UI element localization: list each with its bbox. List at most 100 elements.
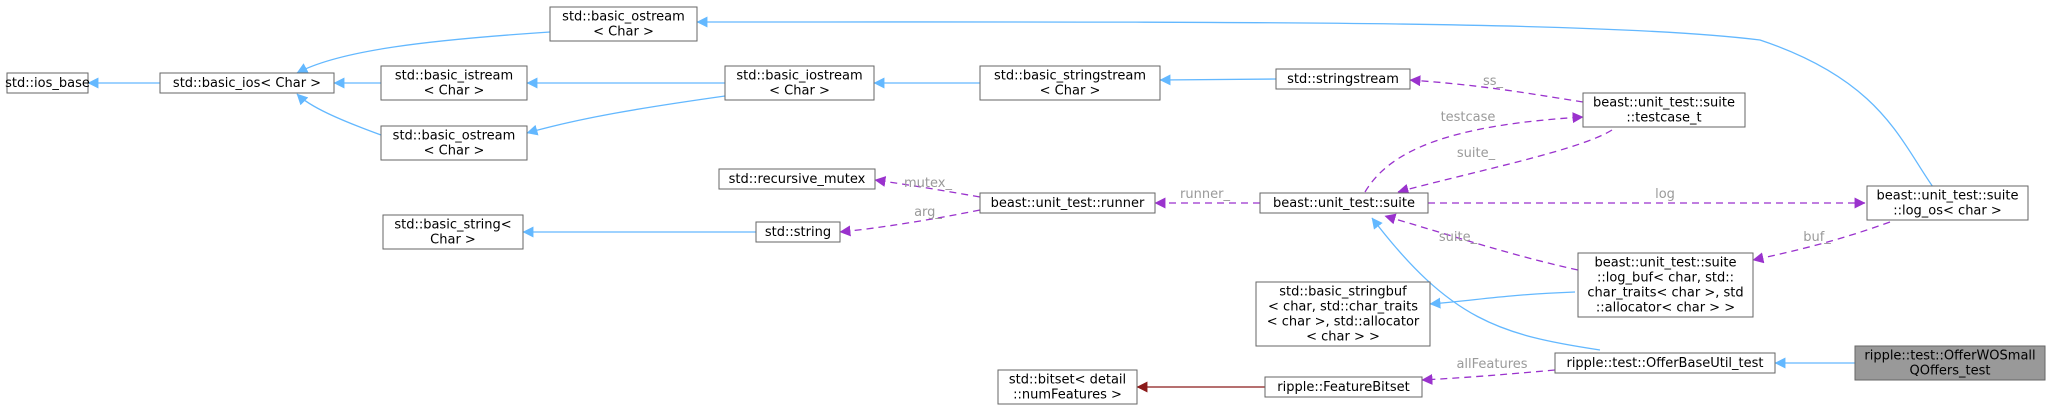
node-label-line: ripple::FeatureBitset <box>1277 380 1409 395</box>
node-label-line: std::basic_ios< Char > <box>173 76 321 91</box>
node-label-line: std::basic_ostream <box>562 10 685 25</box>
node-label-line: std::basic_istream <box>395 69 513 84</box>
node-bitset[interactable]: std::bitset< detail::numFeatures > <box>997 369 1138 405</box>
edge-log-buf-to-stringbuf <box>1429 291 1576 309</box>
node-suite[interactable]: beast::unit_test::suite <box>1259 192 1429 214</box>
node-box <box>979 192 1156 214</box>
node-label-line: std::recursive_mutex <box>729 172 866 187</box>
edge-label-all-features: allFeatures <box>1456 357 1527 372</box>
edge-log-os-to-ostream-top <box>696 16 1934 188</box>
node-basic-ios[interactable]: std::basic_ios< Char > <box>159 72 335 94</box>
node-label-line: < char, std::char_traits <box>1268 300 1418 315</box>
edge-log-buf-to-suite <box>1384 213 1579 271</box>
node-box <box>6 72 89 94</box>
edge-iostream-to-ostream-mid <box>526 95 726 136</box>
node-box <box>1582 92 1746 128</box>
node-label-line: std::basic_stringbuf <box>1279 285 1407 300</box>
node-stringstream[interactable]: std::stringstream <box>1275 68 1411 90</box>
node-label-line: std::ios_base <box>5 76 90 91</box>
node-istream[interactable]: std::basic_istream< Char > <box>380 65 528 101</box>
node-box <box>382 214 524 250</box>
node-label-line: std::basic_string< <box>394 218 511 233</box>
node-label-line: Char > <box>430 233 476 248</box>
edge-label-log: log <box>1655 187 1675 202</box>
node-label-line: beast::unit_test::suite <box>1273 196 1415 211</box>
node-box <box>1255 281 1431 347</box>
node-label-line: ::testcase_t <box>1626 111 1701 126</box>
node-box <box>1866 185 2029 221</box>
node-label-line: ::log_os< char > <box>1893 204 2002 219</box>
edge-log-os-to-log-buf <box>1752 221 1891 264</box>
node-label-line: QOffers_test <box>1909 364 1990 379</box>
node-label-line: std::basic_stringstream <box>994 69 1146 84</box>
node-ostream-mid[interactable]: std::basic_ostream< Char > <box>380 125 528 161</box>
node-log-os[interactable]: beast::unit_test::suite::log_os< char > <box>1866 185 2029 221</box>
edge-label-buf: buf_ <box>1803 230 1831 245</box>
edge-offer-base-to-feature-bitset <box>1421 369 1556 385</box>
edge-offer-base-to-suite <box>1371 217 1601 351</box>
node-offer-base[interactable]: ripple::test::OfferBaseUtil_test <box>1554 352 1776 374</box>
node-label-line: < Char > <box>769 84 830 99</box>
node-feature-bitset[interactable]: ripple::FeatureBitset <box>1264 376 1423 398</box>
edge-label-mutex: mutex_ <box>904 176 952 191</box>
edge-suite-to-testcase-t <box>1364 112 1584 193</box>
edge-runner-to-recursive-mutex <box>874 176 981 198</box>
edge-label-suite-b: suite_ <box>1439 230 1478 245</box>
edge-ostream-top-to-basic-ios <box>296 31 551 74</box>
node-label-line: beast::unit_test::suite <box>1593 96 1735 111</box>
node-iostream[interactable]: std::basic_iostream< Char > <box>724 65 875 101</box>
node-ios-base[interactable]: std::ios_base <box>5 72 90 94</box>
node-box <box>1264 376 1423 398</box>
node-box <box>380 125 528 161</box>
node-label-line: std::stringstream <box>1287 72 1399 87</box>
node-label-line: < Char > <box>424 144 485 159</box>
node-box <box>718 168 876 190</box>
node-label-line: std::basic_iostream <box>736 69 862 84</box>
node-label-line: < char >, std::allocator <box>1267 315 1420 330</box>
node-string[interactable]: std::string <box>755 221 841 243</box>
node-label-line: < char > > <box>1306 330 1380 345</box>
node-basic-string[interactable]: std::basic_string<Char > <box>382 214 524 250</box>
edge-label-testcase: testcase <box>1441 110 1496 125</box>
node-label-line: char_traits< char >, std <box>1587 286 1743 301</box>
node-label-line: < Char > <box>593 25 654 40</box>
node-log-buf[interactable]: beast::unit_test::suite::log_buf< char, … <box>1577 252 1754 318</box>
edge-testcase-t-to-stringstream <box>1409 75 1584 103</box>
node-testcase-t[interactable]: beast::unit_test::suite::testcase_t <box>1582 92 1746 128</box>
node-box <box>979 65 1161 101</box>
edge-label-ss: ss_ <box>1483 74 1504 89</box>
edge-stringstream-to-stringstream-t <box>1159 74 1277 86</box>
node-recursive-mutex[interactable]: std::recursive_mutex <box>718 168 876 190</box>
node-label-line: std::bitset< detail <box>1009 373 1126 388</box>
node-label-line: ::numFeatures > <box>1013 388 1122 403</box>
edge-runner-to-string <box>839 209 981 237</box>
node-box <box>549 6 698 42</box>
node-label-line: beast::unit_test::runner <box>991 196 1145 211</box>
edge-testcase-t-to-suite <box>1397 129 1613 195</box>
node-runner[interactable]: beast::unit_test::runner <box>979 192 1156 214</box>
node-label-line: ripple::test::OfferWOSmall <box>1864 349 2035 364</box>
node-box <box>1259 192 1429 214</box>
node-box <box>159 72 335 94</box>
node-label-line: < Char > <box>424 84 485 99</box>
node-box <box>755 221 841 243</box>
node-label-line: ripple::test::OfferBaseUtil_test <box>1566 356 1763 371</box>
node-label-line: beast::unit_test::suite <box>1595 256 1737 271</box>
node-label-line: < Char > <box>1040 84 1101 99</box>
edge-label-arg: arg_ <box>914 205 942 220</box>
node-stringstream-t[interactable]: std::basic_stringstream< Char > <box>979 65 1161 101</box>
node-ostream-top[interactable]: std::basic_ostream< Char > <box>549 6 698 42</box>
node-box <box>1577 252 1754 318</box>
node-box <box>1854 345 2046 381</box>
node-label-line: ::allocator< char > > <box>1596 301 1735 316</box>
edge-label-runner: runner_ <box>1180 187 1230 202</box>
node-box <box>1554 352 1776 374</box>
edge-ostream-mid-to-basic-ios <box>296 93 382 136</box>
node-box <box>1275 68 1411 90</box>
node-box <box>997 369 1138 405</box>
node-label-line: beast::unit_test::suite <box>1877 189 2019 204</box>
node-stringbuf[interactable]: std::basic_stringbuf< char, std::char_tr… <box>1255 281 1431 347</box>
edge-label-suite-a: suite_ <box>1457 146 1496 161</box>
node-label-line: ::log_buf< char, std:: <box>1597 271 1734 286</box>
